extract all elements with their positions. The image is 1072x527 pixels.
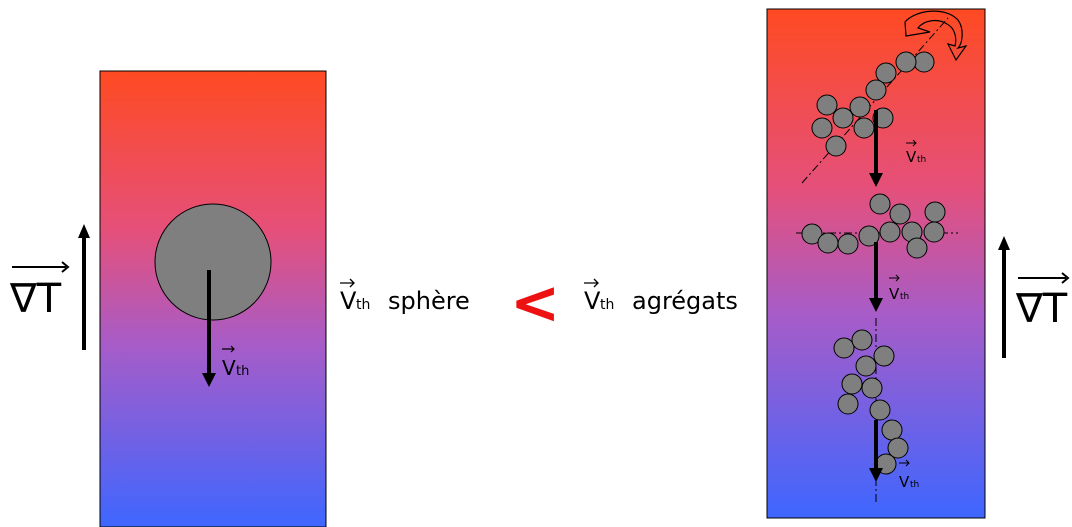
aggregate-1-axis [801, 17, 949, 184]
svg-text:V: V [584, 287, 601, 315]
svg-text:th: th [356, 297, 370, 313]
aggregate-3-velocity-arrow [869, 420, 883, 482]
rotation-arrow [904, 10, 968, 62]
aggregate-1-vth-label: V th [906, 139, 926, 166]
svg-text:V: V [222, 356, 236, 380]
svg-text:th: th [900, 292, 909, 302]
left-panel: V th [99, 70, 327, 527]
right-grad-t-label: ∇T [1015, 286, 1068, 332]
svg-text:th: th [600, 297, 614, 313]
aggregate-3 [833, 329, 909, 475]
aggregate-2-velocity-arrow [869, 242, 883, 312]
svg-text:th: th [917, 155, 926, 165]
less-than-operator: < [510, 268, 560, 338]
right-panel: V th V th [766, 8, 986, 519]
sphere-particle [154, 203, 272, 321]
aggregate-2 [801, 193, 946, 259]
right-gradient-indicator: ∇T [998, 236, 1070, 358]
svg-text:V: V [340, 287, 357, 315]
svg-text:th: th [236, 364, 249, 379]
aggregate-2-vth-label: V th [889, 274, 909, 303]
svg-text:V: V [906, 148, 917, 166]
svg-text:agrégats: agrégats [632, 287, 738, 315]
aggregate-1 [811, 51, 935, 157]
vth-aggregates-label: V th agrégats [584, 278, 738, 315]
vth-sphere-label: V th sphère [340, 278, 470, 315]
left-grad-t-label: ∇T [9, 276, 62, 322]
svg-text:th: th [910, 480, 919, 490]
svg-text:sphère: sphère [388, 287, 470, 315]
svg-text:V: V [899, 473, 910, 491]
sphere-vth-label: V th [222, 345, 249, 380]
aggregate-3-vth-label: V th [899, 459, 919, 491]
left-gradient-indicator: ∇T [9, 224, 90, 350]
sphere-velocity-arrow [202, 270, 216, 387]
aggregate-1-velocity-arrow [869, 110, 883, 187]
svg-text:V: V [889, 285, 900, 303]
comparison-text: V th sphère < V th agrégats [340, 268, 738, 338]
